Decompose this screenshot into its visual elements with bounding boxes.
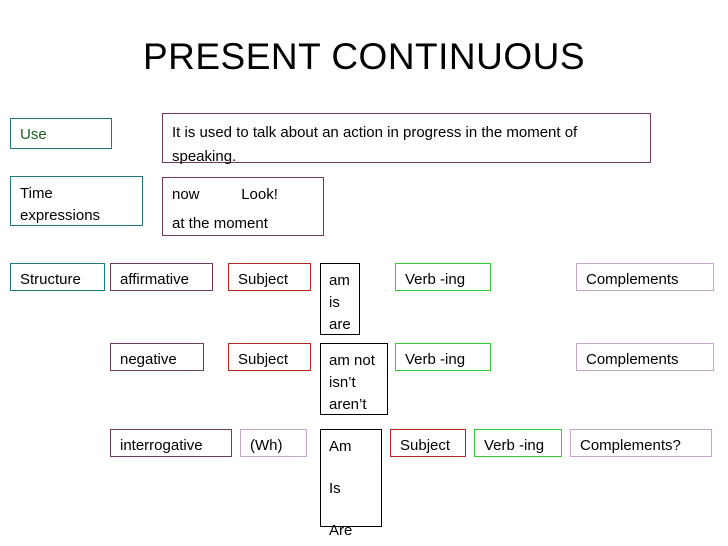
negative-subject-box: Subject: [228, 343, 311, 371]
structure-label-text: Structure: [20, 271, 81, 288]
time-expressions-values-box: now Look! at the moment: [162, 177, 324, 236]
interrogative-complement-box: Complements?: [570, 429, 712, 457]
interrogative-subject-box: Subject: [390, 429, 466, 457]
affirmative-complement-text: Complements: [586, 271, 679, 288]
negative-form-box: negative: [110, 343, 204, 371]
negative-complement-box: Complements: [576, 343, 714, 371]
page-title: PRESENT CONTINUOUS: [142, 36, 586, 77]
time-expression-examples-line-2: at the moment: [172, 215, 268, 232]
interrogative-wh-box: (Wh): [240, 429, 307, 457]
negative-verb-box: Verb -ing: [395, 343, 491, 371]
interrogative-verb-box: Verb -ing: [474, 429, 562, 457]
negative-auxiliary-box: am not isn’t aren’t: [320, 343, 388, 415]
affirmative-subject-text: Subject: [238, 271, 289, 288]
affirmative-auxiliary-box: am is are: [320, 263, 360, 335]
negative-verb-text: Verb -ing: [405, 351, 466, 368]
negative-auxiliary-text: am not isn’t aren’t: [329, 352, 375, 413]
structure-label-box: Structure: [10, 263, 105, 291]
use-description-box: It is used to talk about an action in pr…: [162, 113, 651, 165]
interrogative-form-box: interrogative: [110, 429, 232, 457]
affirmative-complement-box: Complements: [576, 263, 714, 291]
interrogative-complement-text: Complements?: [580, 437, 681, 454]
use-label-box: Use: [10, 118, 112, 149]
affirmative-form-text: affirmative: [120, 271, 189, 288]
use-description-text: It is used to talk about an action in pr…: [172, 124, 582, 165]
time-expressions-label-text: Time expressions: [20, 185, 101, 224]
interrogative-form-text: interrogative: [120, 437, 203, 454]
interrogative-auxiliary-box: Am Is Are: [320, 429, 382, 539]
time-expression-examples-line-1: now Look!: [172, 186, 278, 203]
interrogative-subject-text: Subject: [400, 437, 451, 454]
affirmative-verb-text: Verb -ing: [405, 271, 466, 288]
affirmative-verb-box: Verb -ing: [395, 263, 491, 291]
negative-complement-text: Complements: [586, 351, 679, 368]
negative-subject-text: Subject: [238, 351, 289, 368]
affirmative-auxiliary-text: am is are: [329, 272, 351, 333]
interrogative-wh-text: (Wh): [250, 437, 283, 454]
interrogative-auxiliary-text: Am Is Are: [329, 438, 353, 539]
negative-form-text: negative: [120, 351, 177, 368]
affirmative-subject-box: Subject: [228, 263, 311, 291]
use-label-text: Use: [20, 126, 47, 143]
time-expressions-label-box: Time expressions: [10, 176, 143, 226]
affirmative-form-box: affirmative: [110, 263, 213, 291]
interrogative-verb-text: Verb -ing: [484, 437, 545, 454]
